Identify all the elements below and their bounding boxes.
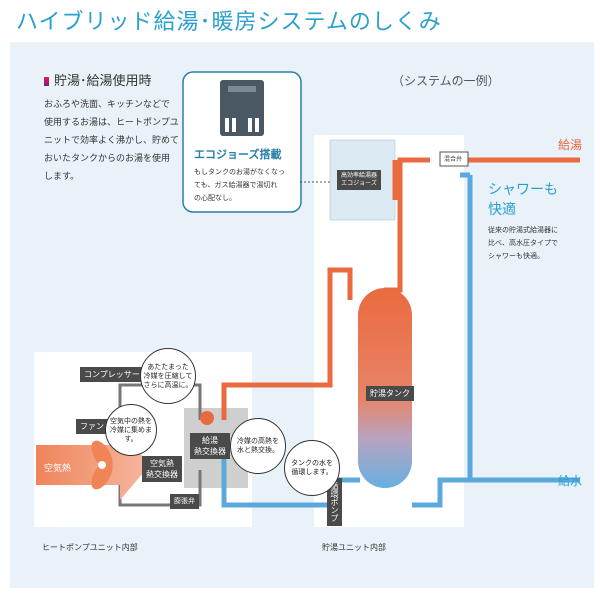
tank-water-callout: タンクの水を 循環します。 xyxy=(284,440,340,496)
mixing-valve xyxy=(439,151,469,167)
collect-callout: 空気中の熱を 冷媒に集めます。 xyxy=(105,404,157,456)
tank-unit-label: 貯湯ユニット内部 xyxy=(322,543,386,552)
compressor-label: コンプレッサー xyxy=(80,367,144,382)
circulation-pump-label: 循環ポンプ xyxy=(327,478,342,526)
fan-icon xyxy=(91,440,113,490)
compressor-icon xyxy=(200,411,214,425)
page-title: ハイブリッド給湯･暖房システムのしくみ xyxy=(16,10,442,35)
tank-label: 貯湯タンク xyxy=(366,386,414,401)
high-efficiency-heater-label: 高効率給湯器 エコジョーズ xyxy=(337,170,382,190)
cold-supply-label: 給水 xyxy=(558,474,583,488)
eco-jozu-box xyxy=(182,71,302,213)
eco-jozu-heading: エコジョーズ搭載 xyxy=(194,148,282,161)
eco-jozu-body: もしタンクのお湯がなくなっ ても、ガス給湯器で湯切れ の心配なし。 xyxy=(194,168,285,202)
mixing-valve-label: 混合弁 xyxy=(444,156,463,163)
hp-unit-label: ヒートポンプユニット内部 xyxy=(42,543,138,552)
example-label: （システムの一例） xyxy=(392,74,500,88)
air-heat-label: 空気熱 xyxy=(44,464,72,474)
shower-heading: シャワーも 快適 xyxy=(488,182,558,218)
storage-body: おふろや洗面、キッチンなどで 使用するお湯は、ヒートポンプユ ニットで効率よく沸… xyxy=(44,100,180,182)
air-heat-exchanger-label: 空気熱 熱交換器 xyxy=(142,456,182,482)
exchange-callout: 冷媒の高熱を 水と熱交換。 xyxy=(230,418,286,474)
water-heat-exchanger-label: 給湯 熱交換器 xyxy=(190,433,230,459)
water-heater-icon xyxy=(220,80,264,136)
shower-body: 従来の貯湯式給湯器に 比べ、高水圧タイプで シャワーも快適。 xyxy=(488,226,558,260)
compress-callout: あたたまった 冷媒を圧縮して さらに高温に。 xyxy=(140,348,196,404)
fan-label: ファン xyxy=(76,419,108,434)
expansion-valve-label: 膨張弁 xyxy=(170,494,199,509)
hot-supply-label: 給湯 xyxy=(558,138,583,152)
storage-heading: 貯湯･給湯使用時 xyxy=(44,70,152,89)
heading-mark xyxy=(44,77,49,86)
storage-heading-text: 貯湯･給湯使用時 xyxy=(54,74,152,89)
